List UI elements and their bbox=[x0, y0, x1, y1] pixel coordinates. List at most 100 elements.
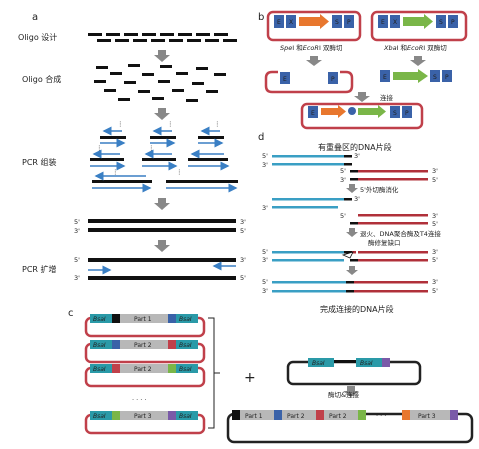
svg-text:P: P bbox=[347, 19, 351, 26]
svg-text:3': 3' bbox=[262, 161, 268, 169]
down-arrow-icon bbox=[154, 198, 170, 210]
panel-b: b E X S P SpeI 和EcoRI 双酶切 E P bbox=[258, 10, 468, 130]
svg-text:X: X bbox=[289, 19, 293, 26]
svg-text:E: E bbox=[381, 19, 385, 26]
plasmid-left: E X S P bbox=[266, 10, 362, 42]
svg-text:S: S bbox=[335, 19, 339, 26]
panel-a-letter: a bbox=[32, 12, 38, 23]
step-exo-label: 5'外切酶消化 bbox=[360, 185, 399, 194]
part-label: Part 2 bbox=[134, 366, 152, 373]
bsai-site-label: BsaI bbox=[93, 342, 106, 349]
step-anneal-label-1: 退火、DNA聚合酶及T4连接 bbox=[360, 229, 441, 238]
annealed-fragments: 5' 3' 3' 5' bbox=[262, 248, 438, 264]
pcr-assembly-diagram: ⋮ ⋮ ⋮ ⋮ ⋮ ⋮ ⋮ bbox=[90, 120, 238, 193]
svg-text:⋮: ⋮ bbox=[167, 120, 174, 128]
panel-d: d 有重叠区的DNA片段 5' 3' 3' 5' 3' 3' 5' 5'外切酶消… bbox=[258, 132, 441, 314]
svg-text:5': 5' bbox=[340, 212, 346, 220]
svg-text:⋮: ⋮ bbox=[214, 120, 221, 128]
svg-text:⋮: ⋮ bbox=[96, 144, 103, 152]
destination-vector: BsaI BsaI bbox=[286, 358, 422, 386]
svg-text:Part 1: Part 1 bbox=[245, 413, 263, 420]
svg-text:⋮: ⋮ bbox=[117, 120, 124, 128]
digest-ligate-label: 酶切&连接 bbox=[328, 390, 360, 399]
completed-fragment: 5' 3' 3' 5' bbox=[262, 278, 438, 295]
down-arrow-icon bbox=[306, 56, 322, 66]
svg-text:E: E bbox=[383, 74, 387, 81]
down-arrow-icon bbox=[346, 184, 358, 193]
svg-text:BsaI: BsaI bbox=[312, 360, 325, 367]
down-arrow-icon bbox=[154, 240, 170, 252]
svg-text:BsaI: BsaI bbox=[360, 360, 373, 367]
panel-d-title: 有重叠区的DNA片段 bbox=[318, 142, 392, 152]
overlap-fragments: 5' 3' 3' 5' 3' 3' 5' bbox=[262, 152, 438, 184]
left-cut-fragment: E P bbox=[264, 70, 354, 94]
svg-text:3': 3' bbox=[74, 227, 80, 235]
bracket bbox=[208, 317, 220, 429]
svg-text:3': 3' bbox=[74, 274, 80, 282]
svg-text:E: E bbox=[311, 110, 315, 117]
down-arrow-icon bbox=[410, 56, 426, 66]
svg-text:3': 3' bbox=[432, 167, 438, 175]
svg-text:3': 3' bbox=[354, 152, 360, 160]
part-label: Part 1 bbox=[134, 316, 152, 323]
part-label: Part 3 bbox=[134, 413, 152, 420]
svg-text:S: S bbox=[393, 110, 397, 117]
svg-text:P: P bbox=[405, 110, 409, 117]
svg-text:⋮: ⋮ bbox=[148, 144, 155, 152]
svg-text:3': 3' bbox=[432, 248, 438, 256]
left-enzyme-label: SpeI 和EcoRI 双酶切 bbox=[280, 43, 343, 52]
svg-text:E: E bbox=[277, 19, 281, 26]
oligo-scattered-fragments bbox=[94, 64, 226, 102]
svg-text:3': 3' bbox=[240, 256, 246, 264]
svg-text:5': 5' bbox=[340, 167, 346, 175]
svg-text:⋮: ⋮ bbox=[176, 168, 183, 176]
svg-text:5': 5' bbox=[74, 256, 80, 264]
svg-text:⋮: ⋮ bbox=[112, 168, 119, 176]
svg-text:5': 5' bbox=[432, 176, 438, 184]
down-arrow-icon bbox=[346, 266, 358, 275]
bsai-site-label: BsaI bbox=[93, 316, 106, 323]
svg-text:3': 3' bbox=[240, 218, 246, 226]
svg-text:P: P bbox=[445, 74, 449, 81]
svg-text:Part 2: Part 2 bbox=[329, 413, 347, 420]
final-assembly: · · · Part 1 Part 2 Part 2 Part 3 bbox=[226, 410, 474, 444]
panel-a: a Oligo 设计 Oligo 合成 bbox=[18, 12, 246, 282]
plasmid-right: E X S P bbox=[370, 10, 468, 42]
oligo-design-dashes bbox=[88, 33, 237, 42]
step-pcr-amplify-label: PCR 扩增 bbox=[22, 264, 57, 274]
panel-b-letter: b bbox=[258, 12, 264, 23]
svg-text:3': 3' bbox=[340, 176, 346, 184]
svg-text:S: S bbox=[433, 74, 437, 81]
panel-d-letter: d bbox=[258, 132, 264, 143]
svg-text:P: P bbox=[451, 19, 455, 26]
svg-text:3': 3' bbox=[262, 256, 268, 264]
svg-text:5': 5' bbox=[432, 256, 438, 264]
down-arrow-icon bbox=[154, 108, 170, 120]
svg-text:5': 5' bbox=[432, 287, 438, 295]
svg-text:3': 3' bbox=[354, 195, 360, 203]
source-plasmid: BsaI Part 2 BsaI bbox=[84, 340, 206, 364]
bsai-site-label: BsaI bbox=[179, 342, 192, 349]
svg-text:3': 3' bbox=[432, 278, 438, 286]
bsai-site-label: BsaI bbox=[179, 413, 192, 420]
down-arrow-icon bbox=[346, 228, 358, 237]
bsai-site-label: BsaI bbox=[93, 413, 106, 420]
right-cut-insert: E S P bbox=[380, 69, 452, 83]
assembled-double-strand: 5' 3' 3' 5' bbox=[74, 218, 246, 235]
svg-text:X: X bbox=[393, 19, 397, 26]
svg-text:5': 5' bbox=[432, 220, 438, 228]
down-arrow-icon bbox=[154, 50, 170, 62]
bsai-site-label: BsaI bbox=[93, 366, 106, 373]
step-oligo-design-label: Oligo 设计 bbox=[18, 32, 57, 42]
svg-text:Part 3: Part 3 bbox=[418, 413, 436, 420]
svg-text:P: P bbox=[331, 76, 335, 83]
svg-text:5': 5' bbox=[240, 274, 246, 282]
pcr-amplify-diagram: 5' 3' 3' 5' bbox=[74, 256, 246, 282]
ellipsis-dots: · · · · bbox=[132, 396, 146, 404]
svg-text:S: S bbox=[439, 19, 443, 26]
panel-d-result: 完成连接的DNA片段 bbox=[320, 304, 394, 314]
part-label: Part 2 bbox=[134, 342, 152, 349]
